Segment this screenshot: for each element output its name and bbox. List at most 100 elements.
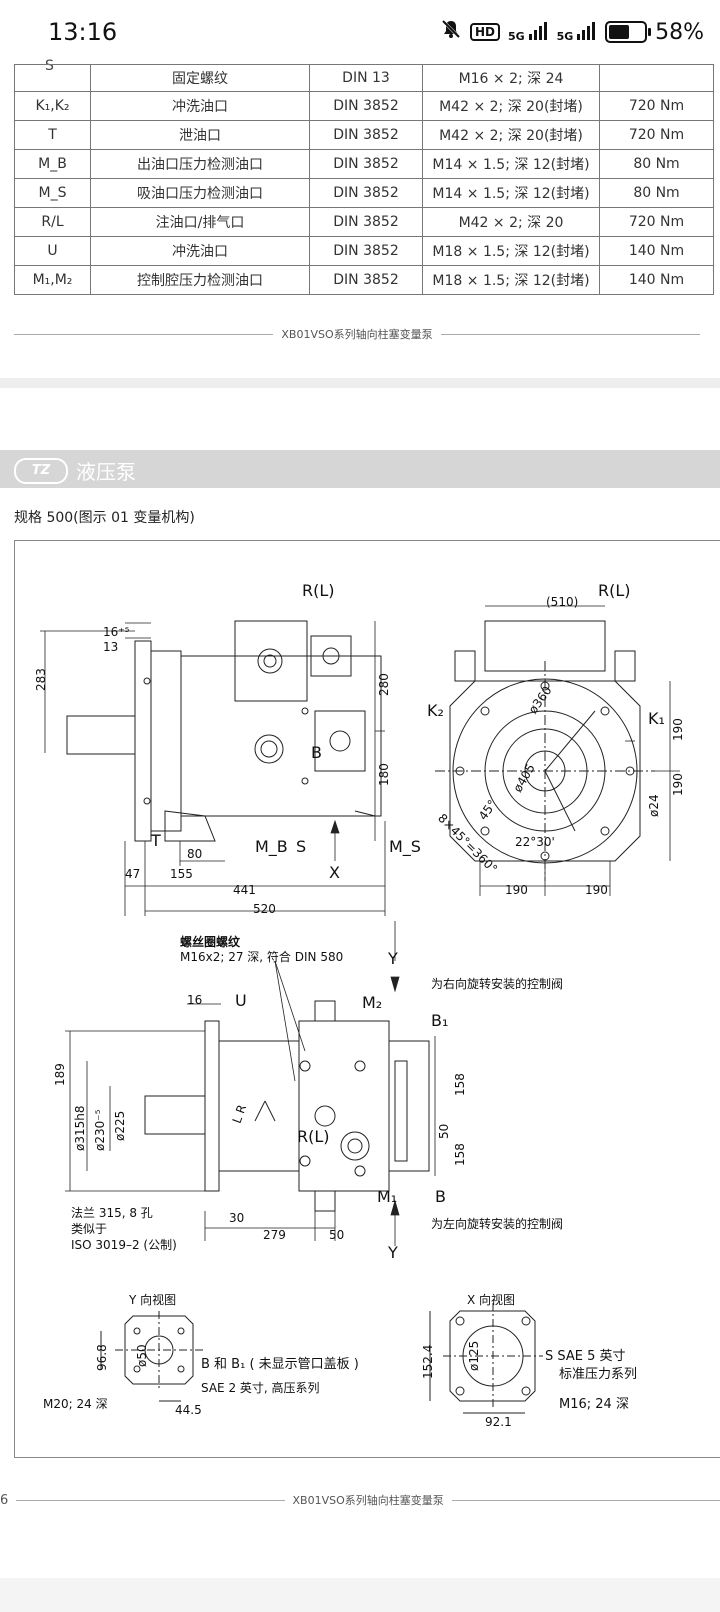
bottom-edge xyxy=(0,1578,720,1612)
table-cell-code: T xyxy=(14,120,91,150)
front-x-label: X xyxy=(329,863,340,882)
x-view-label-2: 标准压力系列 xyxy=(559,1367,638,1382)
side-k1-label: K₁ xyxy=(648,709,665,728)
y-view-label-2: SAE 2 英寸, 高压系列 xyxy=(201,1381,320,1395)
front-dim-180: 180 xyxy=(377,763,391,786)
section-header: TZ 液压泵 xyxy=(0,450,720,488)
table-cell-name: 泄油口 xyxy=(90,120,310,150)
front-mb-label: M_B xyxy=(255,837,288,856)
table-cell-name: 冲洗油口 xyxy=(90,91,310,121)
top-dim-158b: 158 xyxy=(453,1143,467,1166)
front-t-label: T xyxy=(151,831,161,850)
front-dim-283: 283 xyxy=(34,668,48,691)
drawing-lines xyxy=(40,605,680,1414)
table-cell-std: DIN 3852 xyxy=(309,236,423,266)
top-m1-label: M₁ xyxy=(377,1187,398,1206)
side-view-body xyxy=(435,620,655,881)
x-view-title: X 向视图 xyxy=(467,1293,516,1307)
table-cell-name: 冲洗油口 xyxy=(90,236,310,266)
page-gap xyxy=(0,378,720,388)
top-b-label: B xyxy=(435,1187,446,1206)
signal-5g-label: 5G xyxy=(508,29,525,43)
table-cell-torque xyxy=(599,64,714,92)
x-view-dim-125: ø125 xyxy=(467,1340,481,1371)
top-dim-50b: 50 xyxy=(329,1228,345,1242)
table-cell-std: DIN 3852 xyxy=(309,91,423,121)
table-cell-std: DIN 3852 xyxy=(309,265,423,295)
top-r-l-label: R(L) xyxy=(297,1127,330,1146)
top-dim-279: 279 xyxy=(263,1228,286,1242)
brand-logo: TZ xyxy=(14,458,68,484)
table-cell-torque: 80 Nm xyxy=(599,149,714,179)
table-cell-code: M_S xyxy=(14,178,91,208)
front-dim-155: 155 xyxy=(170,867,193,881)
right-valve-note: 为右向旋转安装的控制阀 xyxy=(431,977,564,991)
top-view-dimensions xyxy=(65,921,436,1246)
front-r-l-label: R(L) xyxy=(302,581,335,600)
section-title: 液压泵 xyxy=(76,460,136,484)
front-dim-80: 80 xyxy=(187,847,203,861)
front-dim-520: 520 xyxy=(253,902,276,916)
table-cell-code: M_B xyxy=(14,149,91,179)
y-view-dim-968: 96.8 xyxy=(95,1344,109,1371)
table-cell-torque: 80 Nm xyxy=(599,178,714,208)
y-view-body xyxy=(100,1311,203,1402)
top-b1-label: B₁ xyxy=(431,1011,449,1030)
y-view-label-1: B 和 B₁ ( 未显示管口盖板 ) xyxy=(201,1357,359,1372)
table-cell-code: R/L xyxy=(14,207,91,237)
signal-5g-2-label: 5G xyxy=(556,29,574,43)
signal-5g-2-icon: 5G xyxy=(556,21,598,43)
front-view-dimensions xyxy=(40,621,386,916)
status-time: 13:16 xyxy=(48,18,118,46)
top-dim-230: ø230⁻⁵ xyxy=(93,1109,107,1151)
table-cell-std: DIN 3852 xyxy=(309,178,423,208)
x-view-label-1: S SAE 5 英寸 xyxy=(545,1349,626,1364)
y-view-label-3: M20; 24 深 xyxy=(43,1397,108,1411)
front-dim-441: 441 xyxy=(233,883,256,897)
battery-icon xyxy=(605,21,652,43)
table-cell-torque: 140 Nm xyxy=(599,236,714,266)
x-view-dim-1524: 152.4 xyxy=(421,1344,435,1379)
battery-fill xyxy=(609,25,630,39)
table-cell-code: M₁,M₂ xyxy=(14,265,91,295)
front-s-label: S xyxy=(296,837,307,856)
top-y-bottom: Y xyxy=(388,1243,398,1262)
top-note-title: 螺丝圈螺纹 xyxy=(180,935,241,949)
top-dim-16: 16 xyxy=(187,993,203,1007)
table-cell-thread: M42 × 2; 深 20 xyxy=(422,207,600,237)
table-cell-thread: M14 × 1.5; 深 12(封堵) xyxy=(422,149,600,179)
signal-5g-icon: 5G xyxy=(508,21,549,43)
mute-bell-icon xyxy=(440,18,462,46)
top-m2-label: M₂ xyxy=(362,993,383,1012)
top-note-spec: M16x2; 27 深, 符合 DIN 580 xyxy=(180,950,344,964)
table-cell-thread: M18 × 1.5; 深 12(封堵) xyxy=(422,236,600,266)
table-cell-std: DIN 3852 xyxy=(309,120,423,150)
top-u-label: U xyxy=(235,991,247,1010)
side-dim-190a: 190 xyxy=(671,718,685,741)
table-cell-torque: 140 Nm xyxy=(599,265,714,295)
front-dim-13: 13 xyxy=(103,640,119,654)
front-dim-16: 16⁺⁵ xyxy=(103,625,130,639)
front-dim-47: 47 xyxy=(125,867,141,881)
footer-title-bottom: XB01VSO系列轴向柱塞变量泵 xyxy=(292,1494,444,1507)
table-cell-torque: 720 Nm xyxy=(599,207,714,237)
drawing-caption: 规格 500(图示 01 变量机构) xyxy=(14,510,195,526)
status-bar: 13:16 HD 5G 5G 58% xyxy=(0,0,720,64)
page-footer-top: XB01VSO系列轴向柱塞变量泵 xyxy=(14,326,700,342)
flange-note-3: ISO 3019–2 (公制) xyxy=(71,1238,177,1252)
table-cell-name: 吸油口压力检测油口 xyxy=(90,178,310,208)
top-dim-315: ø315h8 xyxy=(73,1105,87,1152)
top-dim-189: 189 xyxy=(53,1063,67,1086)
x-view-body xyxy=(429,1303,543,1414)
hd-badge-icon: HD xyxy=(470,23,501,41)
side-k2-label: K₂ xyxy=(427,701,444,720)
table-cell-std: DIN 3852 xyxy=(309,207,423,237)
flange-note-2: 类似于 xyxy=(71,1222,108,1236)
table-cell-torque: 720 Nm xyxy=(599,91,714,121)
front-b-label: B xyxy=(311,743,322,762)
